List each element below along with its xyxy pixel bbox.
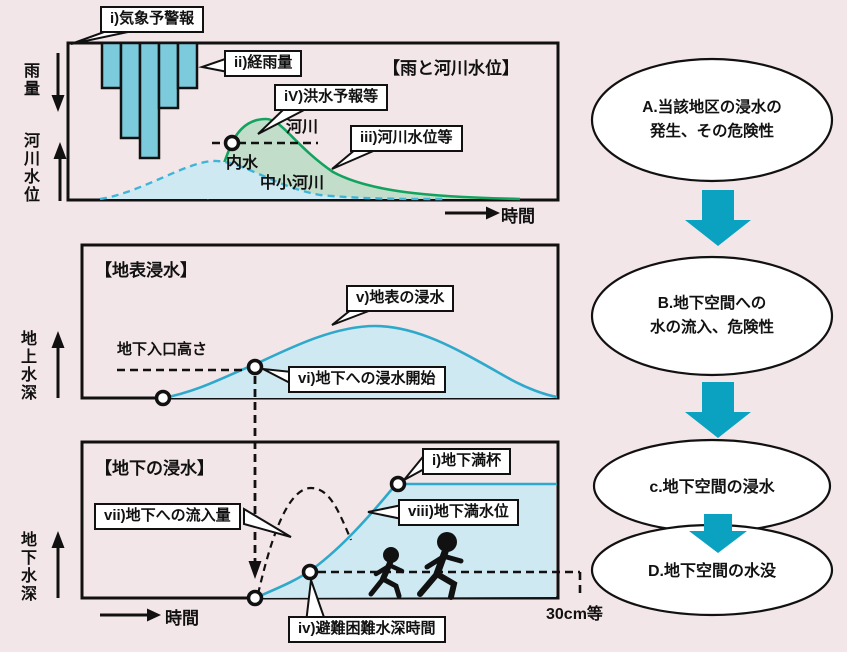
y-label-river: 河川水位: [21, 132, 38, 204]
y-label-surface: 地上水深: [18, 330, 35, 402]
flow-step-d-label: D.地下空間の水没: [647, 563, 776, 580]
callout-full-level: viii)地下満水位: [398, 499, 519, 527]
rain-bar: [138, 41, 161, 160]
label-small-river: 中小河川: [260, 175, 325, 192]
time-label-3: 時間: [165, 609, 199, 628]
label-entrance-height: 地下入口高さ: [117, 341, 208, 358]
rain-bar: [119, 41, 142, 140]
running-person-large: [417, 532, 464, 600]
flow-step-c-label: c.地下空間の浸水: [649, 479, 775, 496]
time-axis-arrow-head-1: [486, 206, 500, 220]
callout-evac: iv)避難困難水深時間: [288, 616, 446, 644]
flow-step-a-line2: 発生、その危険性: [649, 123, 774, 141]
time-label-1: 時間: [501, 207, 535, 226]
underground-axis-arrow-head: [51, 531, 65, 548]
surface-water-curve: [162, 324, 558, 400]
flow-step-b-label: B.地下空間への 水の流入、危険性: [592, 292, 832, 340]
rain-axis-arrow-head: [51, 95, 65, 112]
y-label-rain: 雨量: [21, 62, 38, 98]
flow-arrow-b-c: [685, 382, 751, 438]
surface-axis-arrow-head: [51, 331, 65, 348]
evac-depth-marker: [301, 563, 319, 581]
river-level-area: [207, 119, 520, 199]
surface-start-marker: [154, 389, 172, 407]
flood-forecast-marker: [223, 134, 241, 152]
rain-bars-group: [100, 41, 199, 160]
callout-surface-flood: v)地表の浸水: [346, 285, 455, 313]
panel-surface-title: 【地表浸水】: [95, 261, 197, 280]
flow-step-a-line1: A.当該地区の浸水の: [642, 99, 782, 116]
inflow-start-marker: [246, 358, 264, 376]
flow-arrow-a-b: [685, 190, 751, 246]
link-arrow-head: [248, 561, 262, 579]
label-river: 河川: [286, 119, 319, 136]
beak-inflow: [243, 507, 292, 538]
y-label-underground: 地下水深: [18, 531, 35, 603]
underground-full-marker: [389, 475, 407, 493]
callout-weather: i)気象予警報: [100, 6, 205, 34]
depth-30cm-dashed-line: [318, 570, 582, 598]
panel-rain-title: 【雨と河川水位】: [383, 59, 519, 78]
flow-step-b-line1: B.地下空間への: [657, 295, 767, 312]
time-axis-arrow-head-3: [147, 608, 161, 622]
inflow-dashed-curve: [256, 486, 353, 595]
surface-water-area: [163, 326, 557, 398]
rain-bar: [100, 41, 123, 90]
label-30cm: 30cm等: [546, 606, 603, 623]
callout-rainfall: ii)経雨量: [224, 50, 303, 78]
flow-ellipse-b: [590, 255, 834, 377]
inland-water-curve: [99, 159, 446, 201]
underground-water-curve: [254, 482, 557, 600]
callout-inflow: vii)地下への流入量: [94, 503, 241, 531]
river-axis-arrow-head: [53, 142, 67, 159]
callout-flood-forecast: iV)洪水予報等: [274, 84, 389, 112]
label-inland-water: 内水: [226, 155, 259, 172]
panel-underground-title: 【地下の浸水】: [95, 459, 214, 478]
underground-start-marker: [246, 589, 264, 607]
running-person-small: [368, 547, 405, 599]
flow-step-a-label: A.当該地区の浸水の 発生、その危険性: [592, 96, 832, 144]
callout-full: i)地下満杯: [422, 448, 512, 476]
rain-bar: [157, 41, 180, 110]
flow-ellipse-a: [590, 57, 834, 183]
panel-rain-frame: [66, 41, 560, 202]
flow-step-b-line2: 水の流入、危険性: [649, 319, 774, 337]
callout-inflow-start: vi)地下への浸水開始: [288, 366, 446, 394]
rain-bar: [176, 41, 199, 90]
flow-arrow-c-d: [689, 514, 747, 553]
panel-underground-frame: [80, 440, 560, 600]
callout-river-level: iii)河川水位等: [350, 125, 463, 153]
